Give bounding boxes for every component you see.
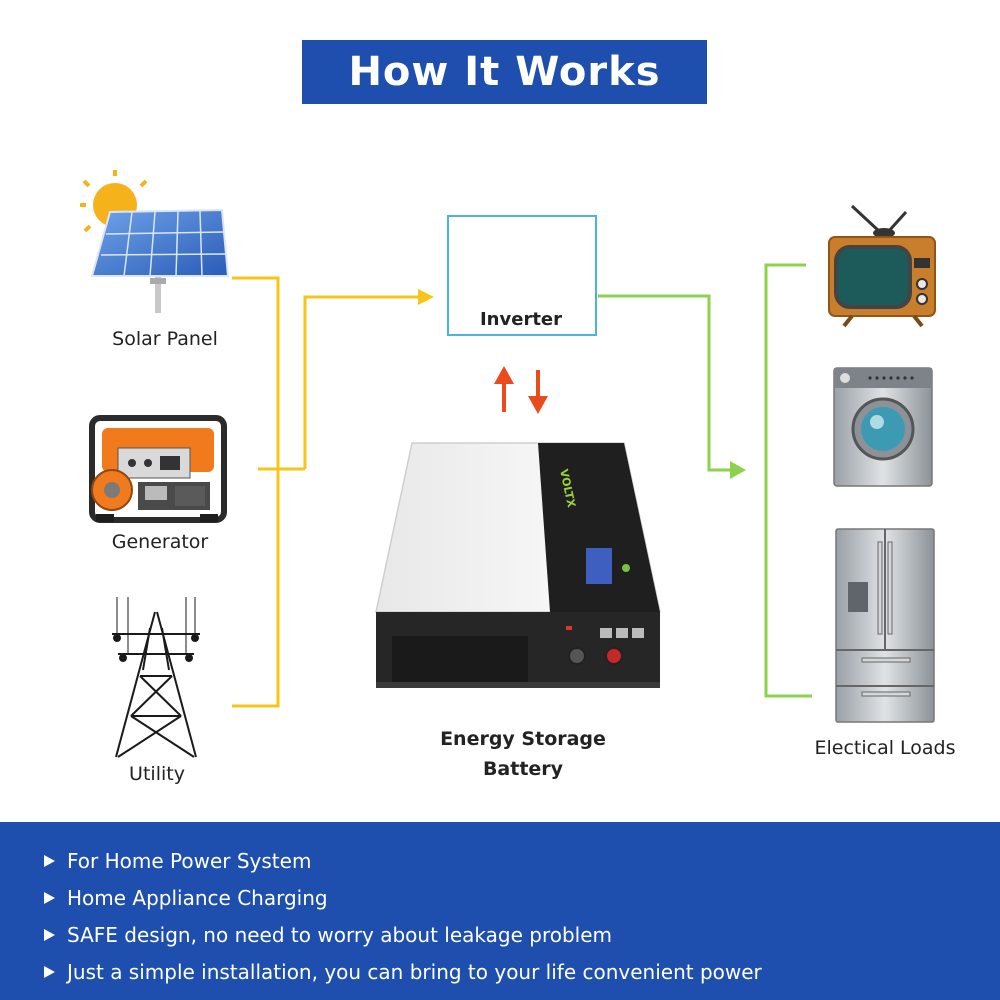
inverter-label: Inverter	[479, 309, 563, 330]
tv-icon	[828, 204, 936, 328]
triangle-bullet-icon	[44, 929, 55, 941]
feature-text: For Home Power System	[67, 849, 312, 873]
feature-list: For Home Power System Home Appliance Cha…	[44, 848, 762, 996]
arrow-up-icon	[494, 366, 514, 412]
feature-item: Home Appliance Charging	[44, 885, 762, 922]
output-connector-lines	[598, 263, 812, 698]
battery-label-line2: Battery	[482, 758, 564, 780]
feature-item: Just a simple installation, you can brin…	[44, 959, 762, 996]
arrow-down-icon	[528, 370, 548, 414]
inverter-out-line	[598, 294, 732, 472]
loads-bracket-line	[764, 263, 812, 698]
refrigerator-icon	[835, 528, 935, 723]
charge-discharge-arrows	[494, 366, 548, 414]
page-title: How It Works	[348, 49, 661, 95]
title-banner: How It Works	[302, 40, 707, 104]
to-loads-arrowhead	[730, 461, 746, 479]
generator-icon	[89, 415, 227, 523]
to-inverter-line	[303, 295, 420, 469]
how-it-works-diagram: VOLTX	[80, 170, 936, 758]
triangle-bullet-icon	[44, 892, 55, 904]
input-connector-lines	[232, 276, 420, 708]
triangle-bullet-icon	[44, 966, 55, 978]
feature-text: SAFE design, no need to worry about leak…	[67, 923, 613, 947]
washing-machine-icon	[833, 367, 933, 487]
features-panel: For Home Power System Home Appliance Cha…	[0, 822, 1000, 1000]
battery-label-line1: Energy Storage	[440, 728, 606, 750]
feature-item: SAFE design, no need to worry about leak…	[44, 922, 762, 959]
generator-label: Generator	[111, 531, 209, 553]
feature-item: For Home Power System	[44, 848, 762, 885]
feature-text: Home Appliance Charging	[67, 886, 328, 910]
feature-text: Just a simple installation, you can brin…	[67, 960, 762, 984]
triangle-bullet-icon	[44, 855, 55, 867]
utility-label: Utility	[129, 763, 185, 785]
electrical-loads-label: Electical Loads	[814, 737, 956, 759]
solar-panel-icon	[80, 170, 230, 313]
energy-storage-battery-icon: VOLTX	[375, 442, 661, 688]
inverter-frame	[447, 215, 597, 336]
utility-tower-icon	[112, 597, 200, 758]
solar-line	[232, 276, 280, 708]
to-inverter-arrowhead	[418, 289, 434, 305]
solar-panel-label: Solar Panel	[112, 328, 218, 350]
